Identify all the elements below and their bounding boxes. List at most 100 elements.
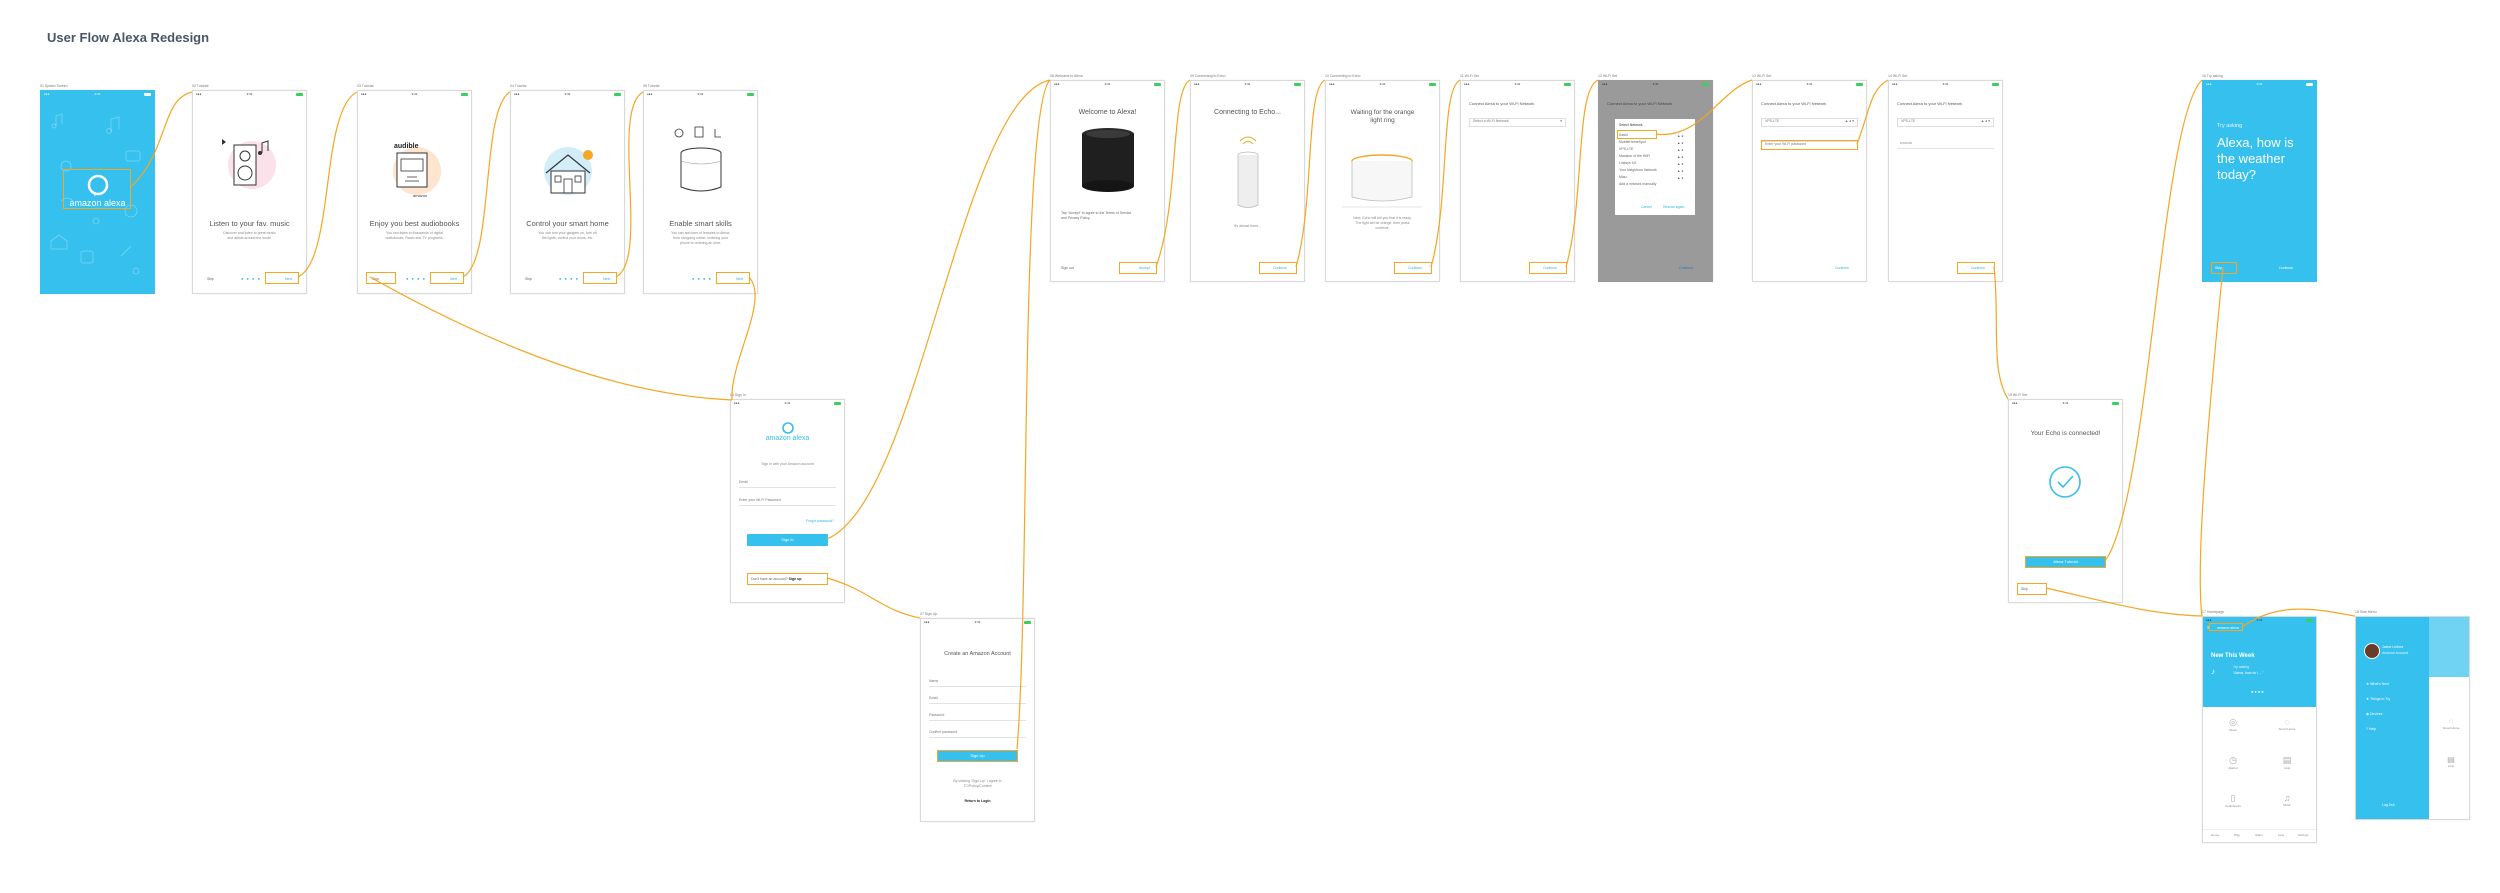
sign-in-prompt: Sign in with your Amazon account — [761, 462, 814, 466]
cancel-button[interactable]: Cancel — [1641, 205, 1652, 209]
home-tile-smart-home[interactable]: ◌Smart Home — [2434, 717, 2468, 730]
email-field[interactable]: Email — [929, 696, 1026, 704]
menu-icon[interactable]: ☰ — [2207, 626, 2211, 630]
flow-highlight — [366, 272, 396, 284]
home-header-peek — [2429, 617, 2469, 677]
flow-highlight — [1957, 262, 1995, 274]
echo-connected-screen: ●●●9:41 Your Echo is connected! Alexa Tu… — [2008, 399, 2123, 603]
name-field[interactable]: Name — [929, 679, 1026, 687]
terms-text: TC/Policy/Content — [963, 784, 992, 788]
continue-button[interactable]: Continue — [1543, 266, 1558, 270]
onboarding-music-screen: ●●●9:41 Listen to your fav. music Discov… — [192, 90, 307, 294]
log-out-button[interactable]: Log Out — [2382, 803, 2395, 807]
wifi-network-select[interactable]: Select a Wi-Fi Network — [1469, 118, 1566, 127]
audible-illustration — [393, 147, 441, 195]
waiting-heading: light ring — [1370, 117, 1395, 124]
network-option[interactable]: Mansion of the WiFi — [1619, 154, 1650, 158]
sign-in-button[interactable]: Sign In — [747, 534, 828, 546]
screen-label: 17 Homepage — [2202, 610, 2224, 614]
tab-settings[interactable]: Settings — [2297, 833, 2309, 837]
onboarding-subtitle: the lights, control your doors, etc. — [541, 236, 594, 240]
welcome-screen: ●●●9:41 Welcome to Alexa! Tap "Accept" t… — [1050, 80, 1165, 282]
continue-button[interactable]: Continue — [1835, 266, 1850, 270]
tab-home[interactable]: Home — [2210, 833, 2219, 837]
screen-label: 11 Wi-Fi Set — [1460, 74, 1479, 78]
confirm-password-field[interactable]: Confirm password — [929, 730, 1026, 738]
wifi-signal-icon: ▲ ●▲ ●▲ ●▲ ●▲ ●▲ ●▲ ● — [1677, 134, 1684, 180]
home-tile-music[interactable]: ◎Music — [2209, 717, 2257, 732]
skip-button[interactable]: Skip — [207, 277, 214, 281]
network-option[interactable]: Kashi — [1619, 133, 1628, 137]
continue-button[interactable]: Continue — [1679, 266, 1694, 270]
network-option[interactable]: Your Neighbors Network — [1619, 168, 1657, 172]
flow-arrow — [369, 276, 733, 401]
continue-button[interactable]: Continue — [2279, 266, 2294, 270]
accept-button[interactable]: Accept — [1139, 266, 1150, 270]
wifi-password-field[interactable]: •••••••••• — [1897, 141, 1994, 149]
email-field[interactable]: Email — [739, 480, 836, 488]
tab-lists[interactable]: Lists — [2277, 833, 2285, 837]
lightbulb-icon: ◌ — [2448, 717, 2454, 726]
menu-item-whats-next[interactable]: ★ What's Next — [2366, 682, 2389, 686]
flow-highlight — [1259, 262, 1297, 274]
home-tile-lists[interactable]: ▤Lists — [2434, 755, 2468, 768]
network-option[interactable]: Add a network manually — [1619, 182, 1657, 186]
tab-play[interactable]: Play — [2234, 833, 2240, 837]
onboarding-subtitle: from shopping online, ordering your — [672, 236, 729, 240]
lightbulb-icon: ◌ — [2284, 717, 2290, 727]
flow-highlight — [583, 272, 617, 284]
side-menu-screen: Jaime Linford Amazon Account ★ What's Ne… — [2355, 616, 2470, 820]
onboarding-subtitle: audiobooks, Radio and TV programs. — [385, 236, 444, 240]
continue-button[interactable]: Continue — [1971, 266, 1986, 270]
sign-up-button[interactable]: Sign Up — [937, 750, 1018, 762]
home-tile-alarms[interactable]: ◷Alarms — [2209, 755, 2257, 770]
next-button[interactable]: Next — [285, 277, 293, 281]
house-illustration — [544, 147, 593, 195]
continue-button[interactable]: Continue — [1273, 266, 1288, 270]
home-tile-audiobooks[interactable]: ▯Audiobooks — [2209, 793, 2257, 808]
alexa-wordmark: amazon alexa — [69, 198, 126, 208]
wifi-heading: Connect Alexa to your Wi-Fi Network — [1607, 101, 1673, 106]
flow-arrow — [2199, 266, 2224, 617]
rescan-button[interactable]: Rescan again — [1663, 205, 1685, 209]
flow-highlight — [2017, 583, 2047, 595]
network-option[interactable]: MobileHomeSpot — [1619, 140, 1646, 144]
sign-up-link[interactable]: Sign up — [788, 577, 802, 581]
flow-highlight — [937, 750, 1018, 762]
tab-alarm[interactable]: Alarm — [2255, 833, 2263, 837]
page-indicator: ● ● ● ● — [406, 276, 426, 281]
menu-item-devices[interactable]: ◉ Devices — [2366, 712, 2383, 716]
home-tile-smart-home[interactable]: ◌Smart Home — [2263, 717, 2311, 731]
skip-button[interactable]: Skip — [2021, 587, 2028, 591]
flow-highlight — [747, 573, 828, 585]
onboarding-heading: Enjoy you best audiobooks — [369, 219, 460, 228]
screen-label: 16 Try asking — [2202, 74, 2223, 78]
chevron-down-icon: ▾ — [1560, 119, 1562, 123]
home-tile-lists[interactable]: ▤Lists — [2263, 755, 2311, 770]
screen-label: 04 Tutorial — [510, 84, 527, 88]
home-tile-music-2[interactable]: ♫Music — [2263, 793, 2311, 807]
sign-out-button[interactable]: Sign out — [1061, 266, 1074, 270]
welcome-heading: Welcome to Alexa! — [1078, 109, 1137, 116]
continue-button[interactable]: Continue — [1408, 266, 1423, 270]
alexa-logo-icon — [87, 174, 109, 196]
screen-label: 03 Tutorial — [357, 84, 374, 88]
password-field[interactable]: Password — [929, 713, 1026, 721]
screen-label: 14 Wi-Fi Set — [1888, 74, 1908, 78]
select-network-modal: Select Network Kashi MobileHomeSpot VPS-… — [1615, 119, 1695, 215]
wifi-network-select[interactable]: VPS-LTE — [1897, 118, 1994, 127]
wifi-network-select[interactable]: VPS-LTE — [1761, 118, 1858, 127]
network-option[interactable]: Linksys 4G — [1619, 161, 1637, 165]
music-note-icon: ♪ — [2211, 667, 2215, 676]
network-option[interactable]: Miau — [1619, 175, 1627, 179]
menu-item-things-to-try[interactable]: ★ Things to Try — [2366, 697, 2391, 701]
skip-button[interactable]: Skip — [525, 277, 532, 281]
password-field[interactable]: Enter your Wi-Fi Password — [739, 498, 836, 506]
onboarding-subtitle: and artists around the world. — [227, 236, 272, 240]
return-to-login-link[interactable]: Return to Login — [964, 799, 991, 803]
flow-arrow — [826, 79, 1051, 540]
network-option[interactable]: VPS-LTE — [1619, 147, 1634, 151]
alexa-tutorial-button[interactable]: Alexa Tutorial — [2025, 556, 2106, 568]
menu-item-help[interactable]: ? Help — [2366, 727, 2377, 731]
forgot-password-link[interactable]: Forgot password? — [805, 519, 834, 523]
